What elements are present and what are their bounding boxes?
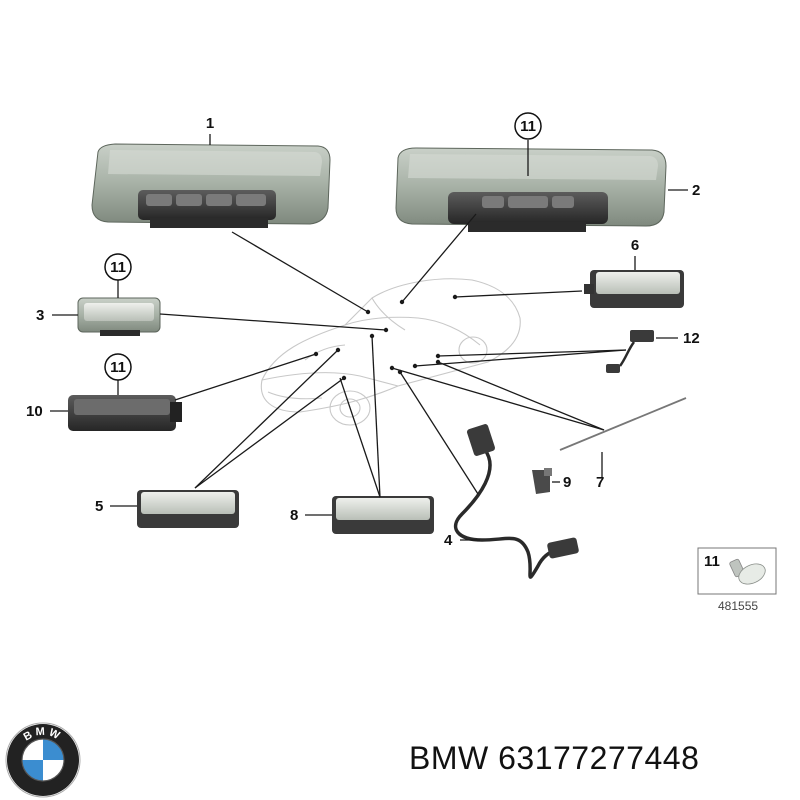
part-1-front-roof-console xyxy=(91,143,331,228)
legend-number: 11 xyxy=(704,553,720,570)
part-4-wiring-harness xyxy=(454,424,579,579)
callout-11-mid: 11 xyxy=(110,259,126,276)
part-12-connector xyxy=(606,330,654,373)
part-10-dark-lamp xyxy=(68,395,182,431)
callout-10: 10 xyxy=(26,403,43,420)
part-5-lamp xyxy=(137,490,239,528)
legend-box: 11 481555 xyxy=(697,547,777,613)
callout-2: 2 xyxy=(692,182,700,199)
attachment-dots xyxy=(313,294,458,381)
callout-8: 8 xyxy=(290,507,298,524)
leader-lines xyxy=(50,134,688,541)
car-outline xyxy=(260,278,521,426)
bmw-logo-icon: BMW xyxy=(5,722,81,798)
callout-6: 6 xyxy=(631,237,639,254)
callout-3: 3 xyxy=(36,307,44,324)
part-8-lamp xyxy=(332,496,434,534)
callout-7: 7 xyxy=(596,474,604,491)
callout-5: 5 xyxy=(95,498,103,515)
callout-9: 9 xyxy=(563,474,571,491)
callout-11-circle-top xyxy=(514,112,542,140)
legend-code: 481555 xyxy=(718,599,758,613)
callout-4: 4 xyxy=(444,532,453,549)
part-9-socket xyxy=(532,468,552,494)
part-6-lamp xyxy=(584,270,684,308)
bulb-icon xyxy=(729,558,766,585)
callout-11-low: 11 xyxy=(110,359,126,376)
part-7-rod xyxy=(559,397,687,451)
svg-text:BMW: BMW xyxy=(22,726,65,744)
part-3-small-lamp xyxy=(77,297,161,336)
callout-1: 1 xyxy=(206,115,214,132)
callout-11-circle-low xyxy=(104,353,132,381)
callout-12: 12 xyxy=(683,330,700,347)
part-2-rear-roof-console xyxy=(395,147,667,232)
callout-11-circle-mid xyxy=(104,253,132,281)
callout-11-top: 11 xyxy=(520,118,536,135)
part-number-caption: BMW 63177277448 xyxy=(409,740,700,776)
